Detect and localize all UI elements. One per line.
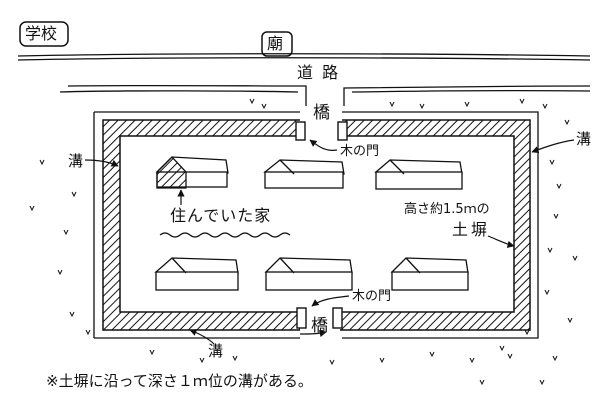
footnote: ※土塀に沿って深さ１ｍ位の溝がある。 bbox=[46, 372, 313, 390]
bottom-gate bbox=[296, 307, 343, 329]
moat-label-right: 溝 bbox=[576, 130, 592, 148]
house-top-middle bbox=[263, 159, 345, 189]
bridge-label-bottom: 橋 bbox=[311, 316, 328, 336]
shrine-label-box bbox=[261, 31, 293, 57]
road bbox=[17, 53, 591, 106]
house-bottom-left bbox=[154, 257, 239, 291]
house-top-right bbox=[374, 159, 463, 190]
wooden-gate-label-bottom: 木の門 bbox=[352, 289, 392, 304]
house-bottom-right bbox=[390, 257, 469, 291]
wavy-underline bbox=[159, 232, 291, 238]
earth-wall-label: 土塀 bbox=[452, 220, 491, 239]
grass-marks bbox=[29, 98, 578, 386]
house-lived bbox=[155, 156, 229, 189]
school-label: 学校 bbox=[25, 24, 58, 43]
arrows bbox=[84, 139, 575, 345]
wooden-gate-label-top: 木の門 bbox=[340, 144, 380, 159]
bridge-label-top: 橋 bbox=[313, 103, 330, 123]
moat-label-bottom: 溝 bbox=[208, 342, 224, 360]
lived-house-label: 住んでいた家 bbox=[170, 206, 272, 225]
house-bottom-middle bbox=[264, 257, 353, 291]
shrine-label: 廟 bbox=[267, 34, 284, 53]
road-label: 道 路 bbox=[297, 63, 341, 82]
earth-wall bbox=[93, 111, 539, 339]
school-label-box bbox=[19, 21, 69, 47]
moat-label-left: 溝 bbox=[68, 152, 84, 170]
earth-wall-height-note: 高さ約1.5ｍの bbox=[404, 202, 490, 217]
top-gate bbox=[295, 121, 348, 141]
